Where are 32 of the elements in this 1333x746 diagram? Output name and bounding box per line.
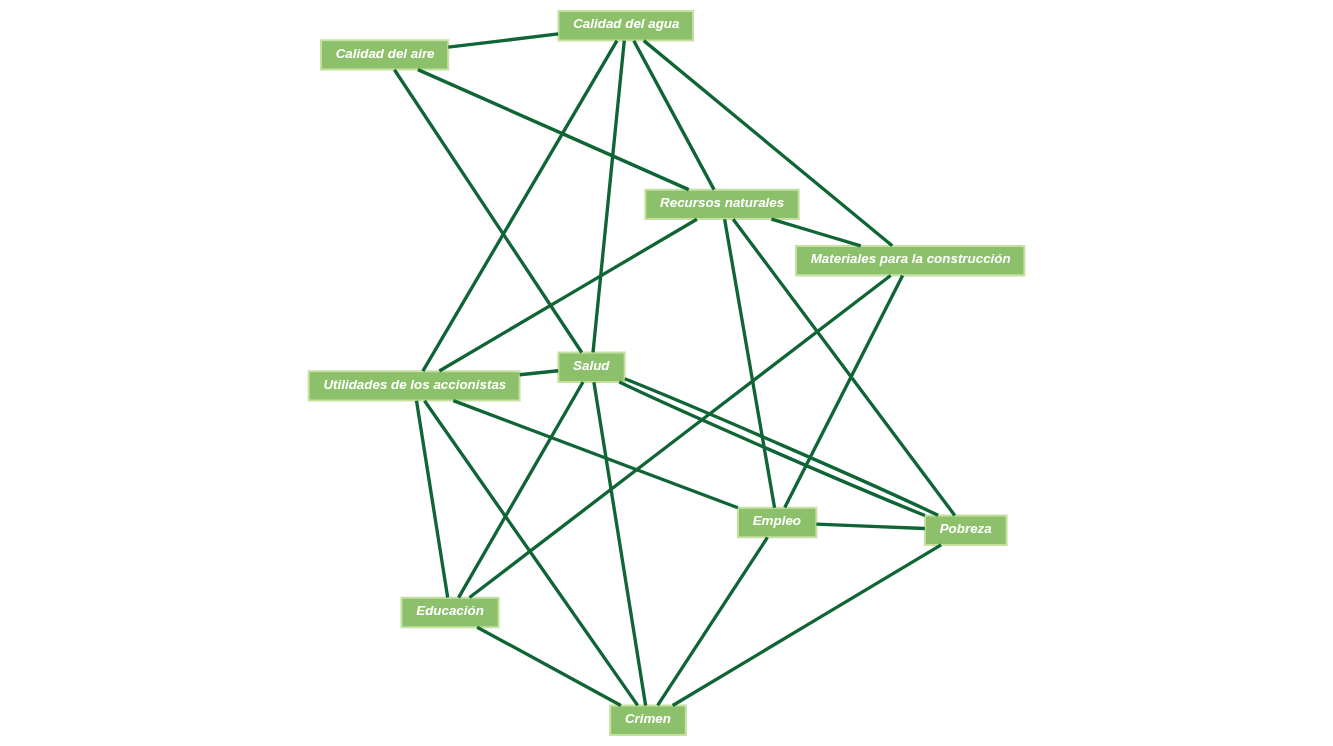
- connector: [519, 369, 559, 377]
- node-box: Empleo: [736, 506, 818, 539]
- connector: [816, 522, 925, 531]
- connector: [731, 218, 957, 517]
- node-box: Calidad del agua: [557, 10, 695, 42]
- node-box: Educación: [400, 596, 500, 629]
- connector: [421, 39, 619, 372]
- connector: [423, 399, 639, 707]
- connector: [783, 274, 905, 509]
- connector: [656, 536, 769, 707]
- connector: [448, 32, 559, 49]
- connector: [414, 400, 450, 598]
- node-box: Salud: [557, 351, 626, 383]
- node-box: Recursos naturales: [644, 188, 800, 221]
- node-box: Pobreza: [923, 514, 1008, 546]
- node-box: Materiales para la construcción: [794, 244, 1026, 277]
- connector: [468, 274, 892, 599]
- connector: [452, 399, 739, 510]
- connector: [592, 381, 648, 706]
- connector: [476, 625, 622, 707]
- node-box: Utilidades de los accionistas: [307, 370, 521, 402]
- connector: [722, 219, 777, 508]
- connector: [770, 217, 862, 248]
- connector: [591, 40, 626, 353]
- node-box: Crimen: [609, 704, 687, 736]
- connector: [671, 543, 942, 707]
- connector: [393, 68, 584, 354]
- connector: [457, 381, 585, 599]
- connector: [632, 39, 716, 191]
- connector: [417, 68, 690, 192]
- node-box: Calidad del aire: [319, 39, 450, 71]
- connector: [438, 217, 698, 373]
